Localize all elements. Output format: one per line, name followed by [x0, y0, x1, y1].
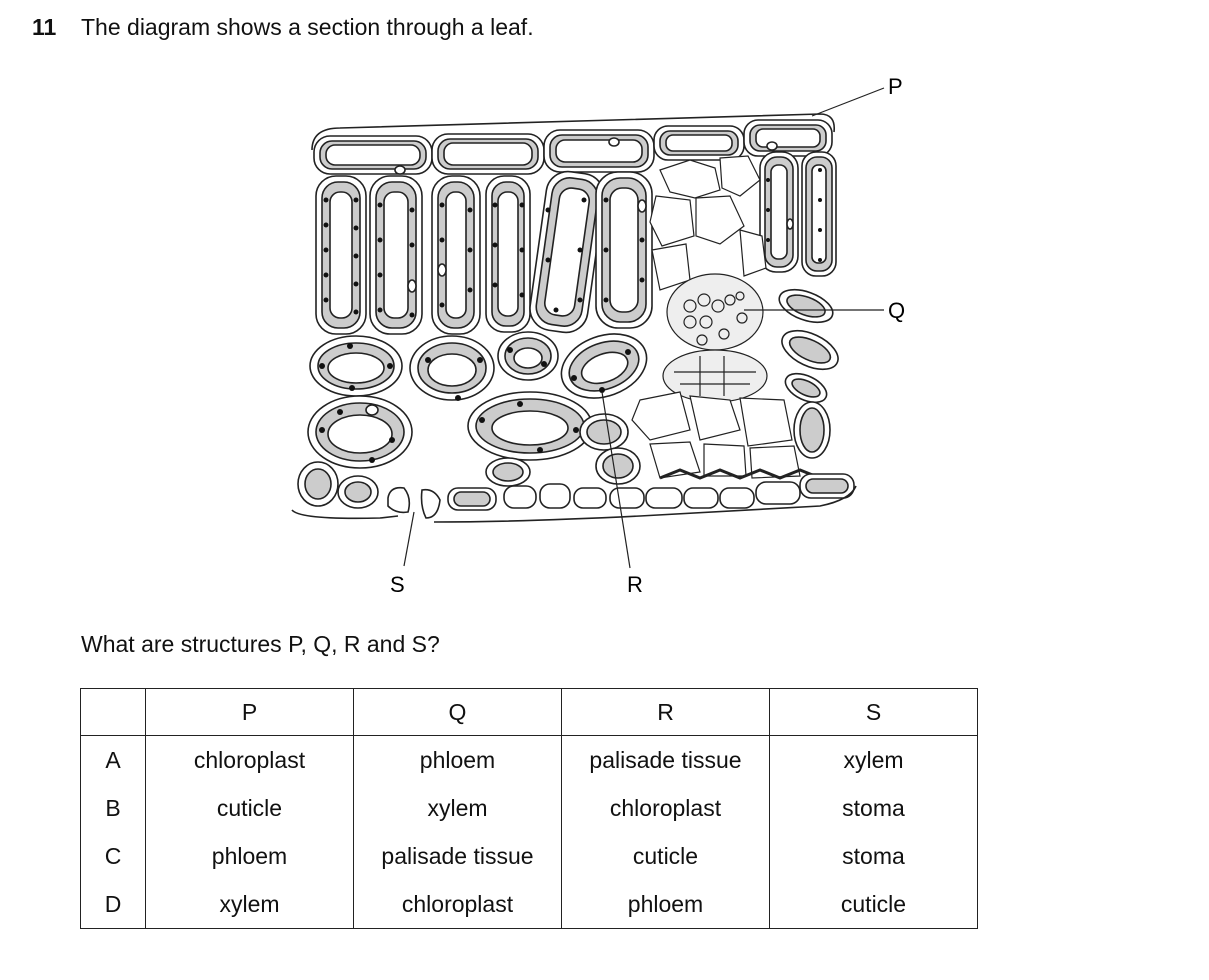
header-cell: P	[145, 688, 354, 736]
table-cell: xylem	[353, 784, 562, 832]
table-cell: stoma	[769, 832, 978, 880]
table-cell: stoma	[769, 784, 978, 832]
table-cell: palisade tissue	[561, 735, 770, 784]
vascular-bundle	[631, 155, 821, 480]
table-row[interactable]: C phloem palisade tissue cuticle stoma	[80, 832, 978, 880]
table-cell: cuticle	[769, 880, 978, 929]
table-row[interactable]: D xylem chloroplast phloem cuticle	[80, 880, 978, 929]
leader-lines	[403, 87, 885, 569]
table-cell: xylem	[145, 880, 354, 929]
table-cell: cuticle	[561, 832, 770, 880]
option-key: C	[80, 832, 146, 880]
label-p: P	[888, 74, 903, 99]
header-cell: Q	[353, 688, 562, 736]
label-s: S	[390, 572, 405, 597]
header-cell: S	[769, 688, 978, 736]
table-cell: palisade tissue	[353, 832, 562, 880]
question-number: 11	[32, 14, 57, 40]
table-cell: chloroplast	[145, 735, 354, 784]
label-r: R	[627, 572, 643, 597]
table-cell: phloem	[145, 832, 354, 880]
option-key: B	[80, 784, 146, 832]
option-key: D	[80, 880, 146, 929]
header-cell: R	[561, 688, 770, 736]
table-cell: xylem	[769, 735, 978, 784]
table-cell: chloroplast	[561, 784, 770, 832]
question-prompt: What are structures P, Q, R and S?	[81, 631, 440, 657]
answer-options-table: P Q R S A chloroplast phloem palisade ti…	[80, 688, 978, 929]
label-q: Q	[888, 298, 905, 323]
question-stem: The diagram shows a section through a le…	[81, 14, 534, 40]
header-cell	[80, 688, 146, 736]
table-row[interactable]: A chloroplast phloem palisade tissue xyl…	[80, 735, 978, 784]
spongy-mesophyll	[307, 288, 839, 487]
upper-epidermis	[311, 113, 836, 175]
table-cell: phloem	[561, 880, 770, 929]
leaf-section-diagram: P Q R S	[291, 74, 905, 597]
option-key: A	[80, 735, 146, 784]
table-cell: phloem	[353, 735, 562, 784]
table-header-row: P Q R S	[80, 688, 978, 736]
lower-epidermis	[291, 461, 857, 523]
table-row[interactable]: B cuticle xylem chloroplast stoma	[80, 784, 978, 832]
table-cell: chloroplast	[353, 880, 562, 929]
chloroplast-dots	[323, 168, 822, 318]
table-cell: cuticle	[145, 784, 354, 832]
